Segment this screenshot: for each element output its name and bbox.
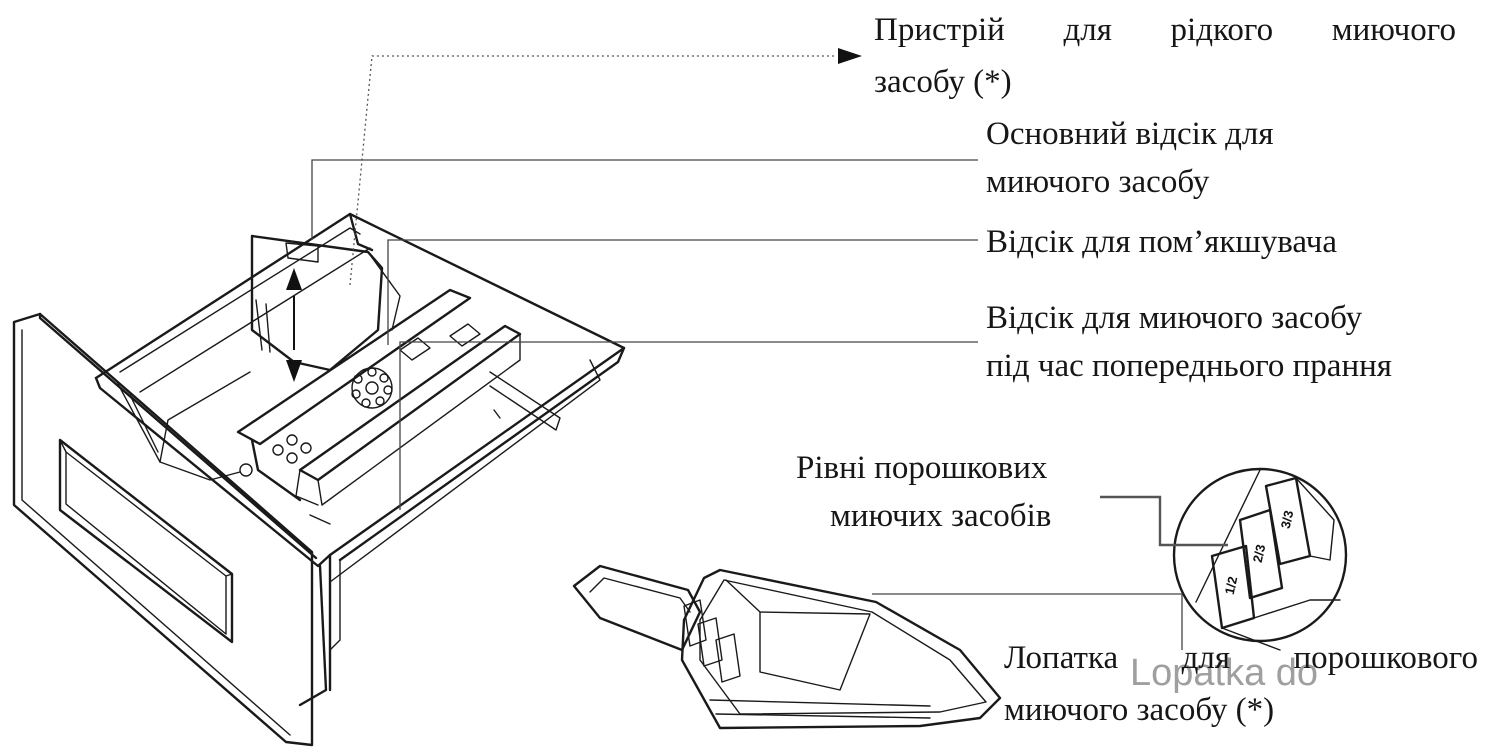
label-prewash-line1: Відсік для миючого засобу: [986, 300, 1363, 336]
powder-scoop: [572, 467, 1348, 730]
label-softener: Відсік для пом’якшувача: [986, 224, 1337, 260]
drawer-front-panel: [12, 312, 314, 747]
watermark: Lopatka do: [1130, 652, 1319, 694]
label-liquid-device-line2: засобу (*): [874, 64, 1012, 100]
drawer-tray-body: [94, 212, 626, 557]
label-liquid-device-word-1: Пристрій: [874, 12, 1005, 48]
label-liquid-device-word-4: миючого: [1331, 12, 1456, 48]
softener-siphon-cap: [351, 367, 393, 409]
label-liquid-device-line1: Пристрій для рідкого миючого: [874, 6, 1456, 54]
drawer-divider-rib-2: [298, 324, 522, 482]
label-powder-levels-line2: миючих засобів: [830, 498, 1052, 534]
scoop-handle: [572, 564, 702, 652]
label-main-compartment-line2: миючого засобу: [986, 164, 1210, 200]
label-scoop-line1: Лопатка для порошкового: [1004, 634, 1478, 682]
label-powder-levels-line1: Рівні порошкових: [796, 450, 1048, 486]
leader-prewash: [399, 341, 978, 510]
label-prewash-line2: під час попереднього прання: [986, 348, 1392, 384]
water-inlet-holes: [239, 434, 312, 477]
label-scoop-line2: миючого засобу (*): [1004, 692, 1275, 728]
label-scoop-word-3: порошкового: [1293, 640, 1479, 676]
drawer-handle-recess: [58, 438, 234, 644]
scoop-level-steps: [683, 599, 741, 683]
label-liquid-device-word-3: рідкого: [1170, 12, 1274, 48]
detergent-drawer: [12, 212, 626, 747]
leader-scoop: [872, 593, 1183, 650]
drawer-divider-rib-1: [236, 288, 472, 446]
label-liquid-device-word-2: для: [1063, 12, 1112, 48]
leader-softener: [387, 239, 978, 345]
leader-lines: [311, 48, 1228, 650]
label-main-compartment-line1: Основний відсік для: [986, 116, 1274, 152]
label-scoop-word-2: для: [1181, 640, 1231, 676]
leader-liquid-device: [349, 55, 836, 286]
leader-main-compartment: [311, 159, 978, 240]
label-scoop-word-1: Лопатка: [1004, 640, 1119, 676]
leader-powder-levels: [1100, 495, 1228, 547]
scoop-detail-magnifier: [1172, 467, 1348, 651]
insert-motion-arrows: [286, 268, 302, 382]
